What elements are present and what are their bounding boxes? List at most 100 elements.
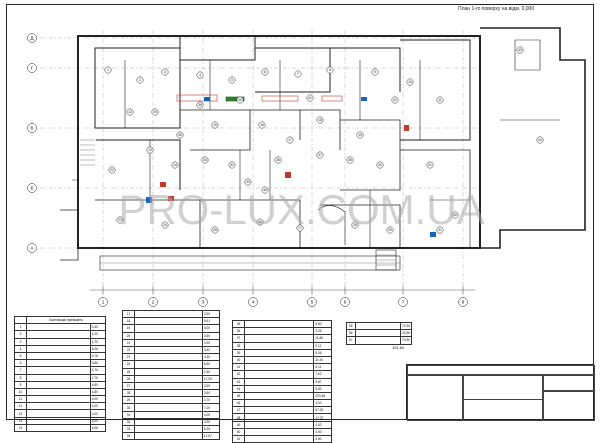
svg-text:31: 31 bbox=[438, 228, 442, 232]
schedule-room-number: 34 bbox=[122, 432, 135, 441]
schedule-room-area: 203,46 bbox=[313, 391, 332, 401]
schedule-room-area: 4,80 bbox=[313, 434, 332, 443]
schedule-room-number: 37 bbox=[232, 334, 245, 343]
room-tag: 32 bbox=[228, 161, 236, 169]
svg-text:30: 30 bbox=[453, 213, 457, 217]
schedule-room-name bbox=[243, 434, 315, 443]
schedule-room-area: 4,76 bbox=[89, 366, 107, 375]
schedule-room-area: 17,05 bbox=[201, 374, 221, 383]
schedule-room-number: 8 bbox=[14, 373, 27, 382]
schedule-room-area: 12,67 bbox=[201, 432, 221, 441]
schedule-room-number: 1 bbox=[14, 323, 27, 332]
svg-text:2: 2 bbox=[139, 78, 141, 82]
schedule-room-number: 36 bbox=[232, 327, 245, 336]
watermark: PRO-LUX.COM.UA bbox=[118, 186, 485, 233]
schedule-room-name bbox=[134, 374, 203, 383]
schedule-room-number: 50 bbox=[232, 427, 245, 437]
schedule-room-area: 3,87 bbox=[313, 377, 332, 386]
schedule-room-name bbox=[26, 351, 91, 361]
schedule-room-area: 3,80 bbox=[313, 384, 332, 393]
schedule-room-area: 3,90 bbox=[201, 381, 221, 391]
schedule-room-name bbox=[26, 359, 91, 368]
schedule-room-area: 5,06 bbox=[313, 348, 332, 357]
schedule-room-name bbox=[354, 329, 402, 338]
schedule-room-area: 3,26 bbox=[313, 327, 332, 336]
svg-text:Б: Б bbox=[30, 186, 33, 192]
schedule-title: Експлікація приміщень bbox=[26, 315, 106, 325]
schedule-room-number: 51 bbox=[232, 434, 245, 443]
schedule-room-area: 4,20 bbox=[89, 330, 107, 339]
room-tag: 19 bbox=[356, 131, 364, 139]
axis-marker-column: 3 bbox=[198, 297, 208, 307]
room-tag: 38 bbox=[196, 101, 204, 109]
schedule-room-name bbox=[134, 417, 203, 427]
schedule-room-area: 70,50 bbox=[400, 336, 412, 345]
drawing-sheet: План 1-го поверху на відм. 0,000 bbox=[6, 4, 595, 443]
axis-marker-row: Г bbox=[27, 63, 37, 73]
svg-text:36: 36 bbox=[348, 158, 352, 162]
schedule-room-name bbox=[243, 327, 315, 336]
schedule-room-number: 42 bbox=[232, 370, 245, 379]
schedule-room-number: 14 bbox=[14, 416, 27, 425]
svg-text:5: 5 bbox=[311, 300, 314, 306]
svg-text:8: 8 bbox=[462, 300, 465, 306]
room-tag: 46 bbox=[261, 186, 269, 194]
schedule-room-name bbox=[26, 337, 91, 346]
schedule-room-area: 4,76 bbox=[89, 373, 107, 382]
schedule-room-area: 3,90 bbox=[201, 309, 221, 319]
schedule-room-area: 67,00 bbox=[313, 406, 332, 415]
schedule-room-name bbox=[134, 432, 203, 441]
schedule-room-number: 30 bbox=[122, 403, 135, 412]
room-tag: 20 bbox=[376, 161, 384, 169]
schedule-room-number: 22 bbox=[122, 345, 135, 355]
schedule-room-number: 27 bbox=[122, 381, 135, 391]
schedule-room-number: 15 bbox=[14, 423, 27, 433]
schedule-room-area: 9,11 bbox=[313, 341, 332, 350]
schedule-room-number: 11 bbox=[14, 395, 27, 404]
svg-text:8: 8 bbox=[329, 68, 331, 72]
svg-text:45: 45 bbox=[178, 133, 182, 137]
svg-text:35: 35 bbox=[276, 158, 280, 162]
svg-text:А: А bbox=[30, 246, 34, 252]
schedule-room-name bbox=[243, 406, 315, 415]
schedule-room-area: 4,00 bbox=[89, 416, 107, 425]
schedule-room-number: 17 bbox=[122, 309, 135, 319]
schedule-room-number: 49 bbox=[232, 420, 245, 429]
svg-text:33: 33 bbox=[246, 180, 250, 184]
schedule-room-number: 55 bbox=[346, 321, 356, 331]
svg-text:Г: Г bbox=[31, 66, 34, 72]
schedule-room-number: 44 bbox=[232, 384, 245, 393]
schedule-room-area: 3,50 bbox=[201, 331, 221, 340]
schedule-room-name bbox=[26, 330, 91, 339]
schedule-room-name bbox=[243, 427, 315, 437]
axis-marker-column: 1 bbox=[98, 297, 108, 307]
schedule-room-area: 3,90 bbox=[201, 417, 221, 427]
svg-text:24: 24 bbox=[163, 223, 167, 227]
schedule-room-name bbox=[243, 413, 315, 422]
schedule-room-name bbox=[134, 331, 203, 340]
room-tag: 16 bbox=[258, 121, 266, 129]
schedule-room-name bbox=[134, 317, 203, 326]
schedule-room-area: 11,86 bbox=[313, 334, 332, 343]
schedule-room-number: 35 bbox=[232, 319, 245, 329]
schedule-room-name bbox=[134, 309, 203, 319]
schedule-room-area: 17,07 bbox=[313, 413, 332, 422]
schedule-room-name bbox=[26, 323, 91, 332]
